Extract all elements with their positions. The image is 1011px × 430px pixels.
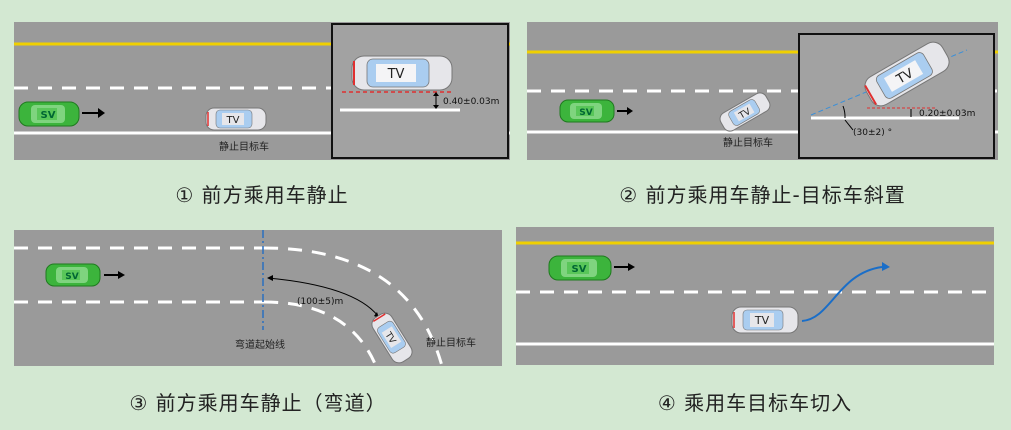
sv-label: SV	[41, 110, 56, 121]
sv-car: SV	[548, 255, 612, 281]
travel-arrow	[617, 107, 633, 115]
target-label: 静止目标车	[219, 140, 269, 153]
offset-label: 0.20±0.03m	[919, 109, 975, 119]
travel-arrow	[104, 271, 125, 279]
detail-inset: TV 0.40±0.03m	[331, 23, 509, 159]
distance-arc	[267, 277, 379, 317]
scenario-3-caption: ③ 前方乘用车静止（弯道）	[129, 391, 387, 415]
sv-label: SV	[65, 272, 78, 282]
scenario-1-panel: SV TV 静止目标车 TV	[14, 22, 510, 160]
scenario-3-panel: 弯道起始线 SV (100±5)m TV 静止目标车	[14, 230, 502, 366]
scenario-1-road: SV TV 静止目标车 TV	[14, 22, 510, 160]
small-tv-label: TV	[226, 115, 240, 126]
tv-label: TV	[387, 67, 405, 82]
travel-arrow	[82, 108, 105, 118]
scenario-1-caption: ① 前方乘用车静止	[175, 183, 349, 207]
cut-in-arrowhead	[882, 262, 890, 271]
tv-car-detail: TV	[351, 55, 453, 91]
scenario-4-panel: SV TV	[516, 227, 994, 365]
sv-car: SV	[45, 263, 101, 287]
scenario-2-panel: SV TV 静止目标车 TV 0.20±0.03	[527, 22, 998, 160]
scenario-4-road: SV TV	[516, 227, 994, 365]
small-tv-car-curve: TV	[371, 312, 413, 364]
tv-car-cutting-in: TV	[731, 306, 799, 334]
scenario-4-caption: ④ 乘用车目标车切入	[657, 391, 853, 415]
offset-label: 0.40±0.03m	[443, 97, 499, 107]
scenario-2-road: SV TV 静止目标车 TV 0.20±0.03	[527, 22, 998, 160]
travel-arrow	[614, 263, 635, 271]
angle-arc	[842, 105, 846, 119]
curve-line-inner	[263, 300, 378, 366]
angle-label: (30±2) °	[853, 128, 892, 138]
target-label: 静止目标车	[426, 336, 476, 349]
angle-leader	[844, 119, 854, 131]
sv-car: SV	[559, 99, 615, 123]
sv-car: SV	[18, 101, 80, 127]
cut-in-path	[801, 266, 883, 322]
curve-start-label: 弯道起始线	[235, 338, 285, 351]
sv-label: SV	[579, 108, 592, 118]
curve-line-outer	[263, 246, 444, 366]
scenario-2-caption: ② 前方乘用车静止-目标车斜置	[619, 183, 906, 207]
tv-label: TV	[754, 314, 770, 327]
sv-label: SV	[572, 264, 587, 275]
small-tv-car-angled: TV	[719, 92, 771, 132]
tv-car-detail-angled: TV	[864, 41, 950, 107]
detail-inset: TV 0.20±0.03m (30±2) °	[798, 33, 995, 159]
target-label: 静止目标车	[723, 136, 773, 149]
scenario-3-road: 弯道起始线 SV (100±5)m TV 静止目标车	[14, 230, 502, 366]
small-tv-car: TV	[205, 107, 267, 131]
distance-label: (100±5)m	[297, 297, 343, 307]
